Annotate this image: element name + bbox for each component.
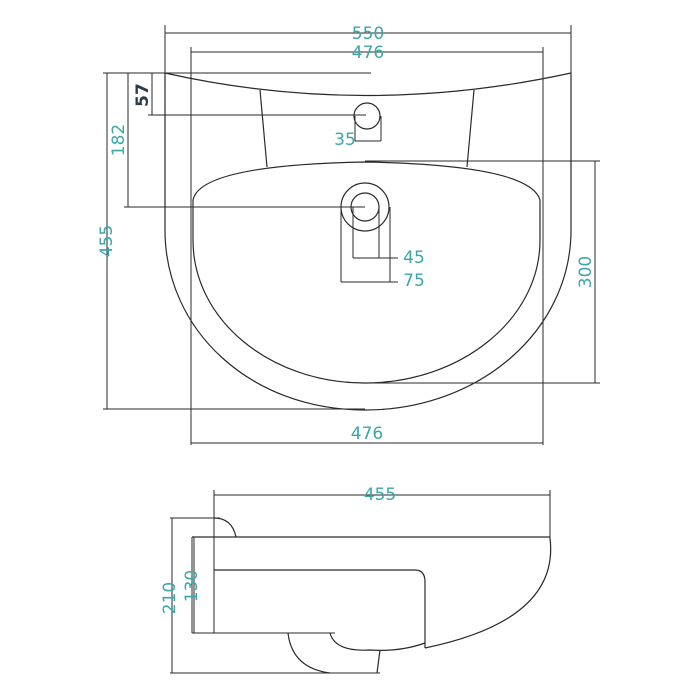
dim-182-label: 182 [109,124,129,156]
side-pedestal [287,632,381,674]
dim-210-label: 210 [160,582,180,614]
basin-back-wall-right [466,89,475,168]
basin-back-wall-left [259,89,268,168]
dim-130-line [191,537,335,634]
dim-57-label: 57 [133,83,153,107]
dim-550-line [164,25,572,73]
dim-75-line [340,207,398,283]
side-lower-bowl [329,632,426,651]
dim-57-line [148,73,366,116]
dim-35-label: 35 [334,130,356,150]
side-inner-bowl [214,569,426,648]
dim-300-line [365,160,600,384]
dim-45-label: 45 [403,248,425,268]
dim-182-line [124,73,365,208]
dim-210-line [170,517,380,674]
dim-476-bottom-label: 476 [351,424,383,444]
side-back-bump [213,517,237,538]
dim-300-label: 300 [576,256,596,288]
dim-side-455-line [213,490,551,633]
dim-455-label: 455 [97,225,117,257]
dim-476-top-label: 476 [352,43,384,63]
dim-550-label: 550 [352,24,384,44]
side-front-curve [424,537,552,649]
dim-130-label: 130 [182,570,202,602]
basin-bowl-outline [192,161,541,384]
dim-455-line [103,72,371,410]
basin-outer-outline [164,72,572,411]
overflow-hole [353,102,381,130]
dim-75-label: 75 [403,271,425,291]
dim-45-line [352,207,398,259]
side-view: 455 210 130 [160,485,552,674]
dim-side-455-label: 455 [364,485,396,505]
top-view: 550 476 476 455 182 57 35 45 75 300 [97,24,600,445]
dim-476-top-line [190,47,544,445]
dim-35-line [354,116,382,142]
